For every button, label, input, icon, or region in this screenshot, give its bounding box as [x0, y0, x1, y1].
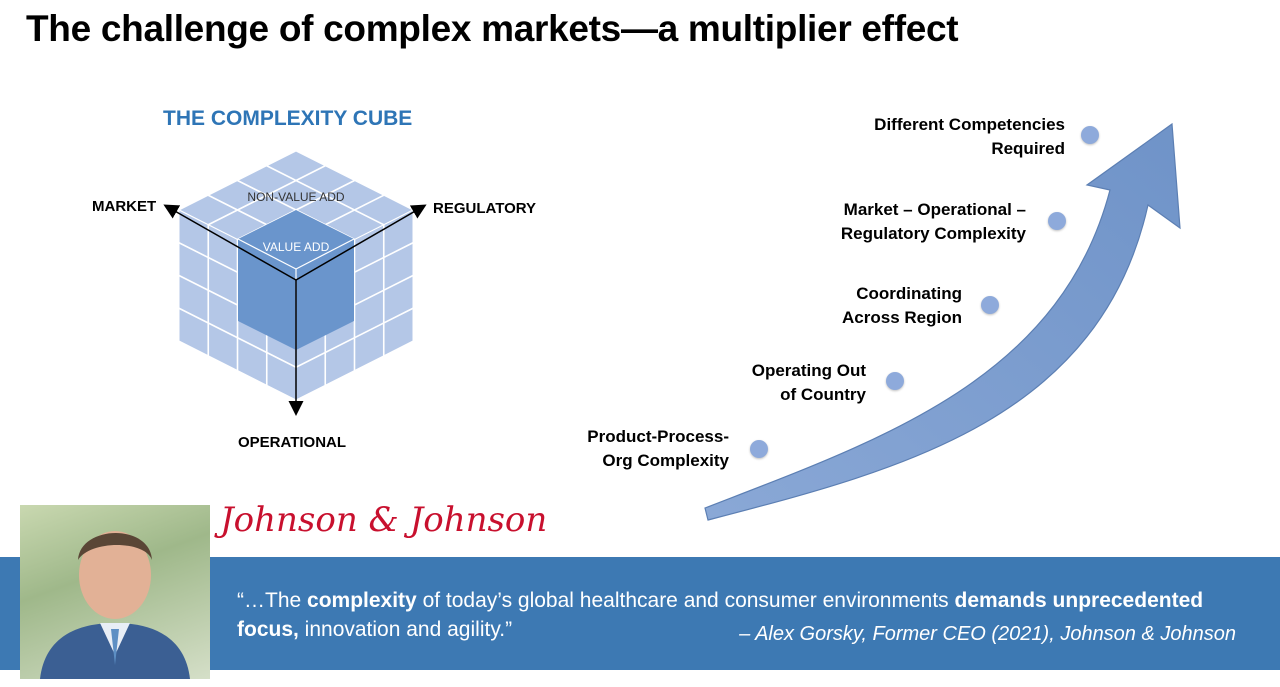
step-4-label: Market – Operational –Regulatory Complex…	[840, 200, 1026, 243]
step-3-dot	[981, 296, 999, 314]
ceo-portrait-photo	[20, 505, 210, 679]
quote-attribution: – Alex Gorsky, Former CEO (2021), Johnso…	[739, 623, 1236, 645]
quote-banner	[0, 557, 1280, 670]
operational-axis-label: OPERATIONAL	[238, 434, 347, 451]
step-1-label: Product-Process-Org Complexity	[587, 427, 729, 470]
page-title: The challenge of complex markets—a multi…	[26, 8, 959, 49]
cube-grid-line	[295, 307, 414, 368]
cube-grid-line	[178, 307, 297, 368]
growth-arrow	[704, 122, 1181, 521]
johnson-and-johnson-logo: Johnson & Johnson	[220, 500, 548, 540]
non-value-add-label: NON-VALUE ADD	[247, 190, 344, 204]
cube-title: THE COMPLEXITY CUBE	[163, 107, 413, 130]
step-5-dot	[1081, 126, 1099, 144]
regulatory-axis-label: REGULATORY	[433, 200, 537, 217]
market-axis	[163, 204, 297, 281]
ceo-quote: “…The complexity of today’s global healt…	[237, 589, 1204, 641]
complexity-cube-diagram: NON-VALUE ADD VALUE ADD	[163, 150, 427, 416]
market-axis-label: MARKET	[92, 198, 157, 215]
step-1-dot	[750, 440, 768, 458]
value-add-label: VALUE ADD	[263, 240, 330, 254]
step-2-dot	[886, 372, 904, 390]
regulatory-axis	[295, 204, 427, 281]
step-4-dot	[1048, 212, 1066, 230]
